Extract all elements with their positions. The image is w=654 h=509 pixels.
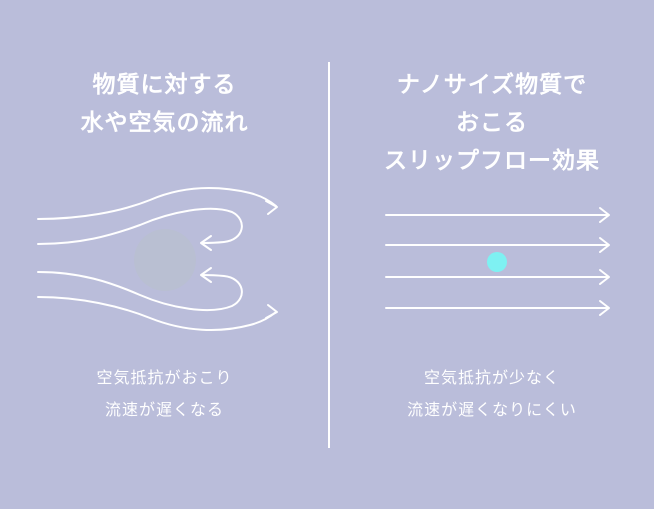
left-title: 物質に対する 水や空気の流れ (0, 66, 329, 142)
left-caption-line-2: 流速が遅くなる (104, 400, 224, 419)
arrowhead-outer-top (265, 200, 278, 215)
right-title-line-3: スリップフロー効果 (384, 148, 600, 174)
right-title-line-1: ナノサイズ物質で (396, 72, 588, 98)
flow-arrowhead-2 (599, 237, 610, 253)
nano-particle (487, 252, 507, 272)
right-caption: 空気抵抗が少なく 流速が遅くなりにくい (330, 362, 654, 426)
arrowhead-inner-bottom (200, 267, 212, 283)
right-caption-line-2: 流速が遅くなりにくい (407, 400, 577, 419)
streamline-inner-top (37, 207, 243, 245)
streamline-outer-bottom (37, 296, 277, 331)
left-caption-line-1: 空気抵抗がおこり (96, 368, 233, 387)
panel-conventional-flow: 物質に対する 水や空気の流れ 空気抵抗がおこり 流速が遅くなる (0, 66, 329, 426)
panel-divider (328, 62, 330, 448)
arrowhead-outer-bottom (265, 304, 278, 319)
flow-arrowhead-1 (599, 207, 610, 223)
right-title-line-2: おこる (456, 110, 528, 136)
right-title: ナノサイズ物質で おこる スリップフロー効果 (330, 66, 654, 180)
large-particle (134, 229, 196, 291)
left-title-line-2: 水や空気の流れ (80, 110, 249, 136)
left-title-line-1: 物質に対する (92, 72, 237, 98)
streamline-outer-top (37, 187, 277, 220)
panel-slip-flow: ナノサイズ物質で おこる スリップフロー効果 空気抵抗が少なく 流速が遅くなりに… (330, 0, 654, 509)
left-caption: 空気抵抗がおこり 流速が遅くなる (0, 362, 329, 426)
flow-arrowhead-3 (599, 269, 610, 285)
slip-flow-diagram (385, 207, 610, 316)
flow-arrowhead-4 (599, 300, 610, 316)
streamline-inner-bottom (37, 271, 243, 312)
right-caption-line-1: 空気抵抗が少なく (423, 368, 560, 387)
turbulent-flow-diagram (37, 187, 278, 331)
arrowhead-inner-top (200, 235, 212, 251)
